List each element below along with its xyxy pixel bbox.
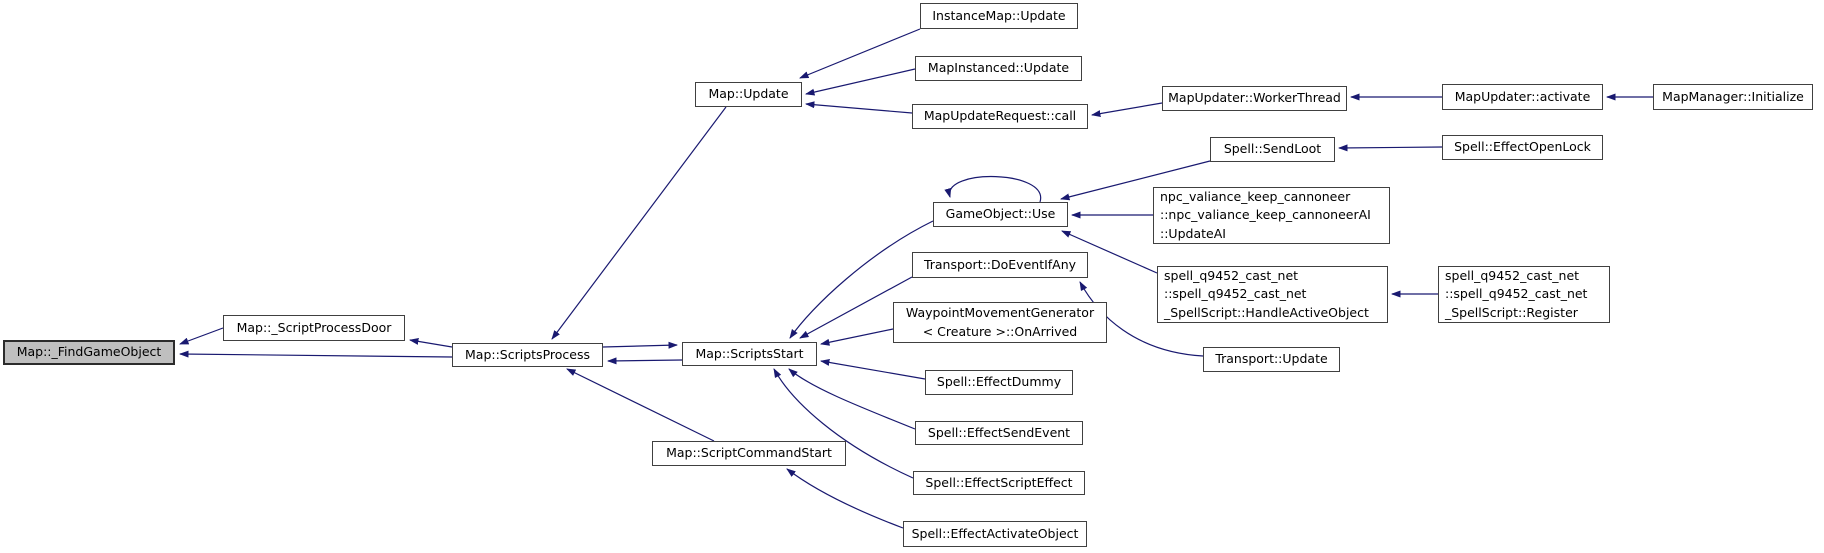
node-map-instanced-update[interactable]: MapInstanced::Update <box>915 56 1082 81</box>
edge-use-to-scriptsstart <box>789 220 934 339</box>
edge-effectsendevent-to-scriptsstart <box>788 368 916 430</box>
node-map-scripts-process[interactable]: Map::ScriptsProcess <box>452 343 603 367</box>
edge-sendloot-to-use <box>1060 160 1211 201</box>
node-spell-q9452-handle-active-object[interactable]: spell_q9452_cast_net ::spell_q9452_cast_… <box>1157 266 1388 323</box>
node-map-scripts-start[interactable]: Map::ScriptsStart <box>682 342 817 366</box>
edge-openlock-to-sendloot <box>1338 144 1443 152</box>
edge-updaterequest-to-mapupdate <box>805 101 913 114</box>
node-spell-effect-open-lock[interactable]: Spell::EffectOpenLock <box>1442 135 1603 160</box>
edge-effectdummy-to-scriptsstart <box>820 359 926 380</box>
edge-effectscripteffect-to-scriptsstart <box>773 368 914 479</box>
edge-instancemap-to-mapupdate <box>799 28 921 79</box>
edge-scriptsprocess-to-door <box>409 337 453 348</box>
node-instance-map-update[interactable]: InstanceMap::Update <box>920 3 1078 29</box>
edge-door-to-findgameobject <box>179 327 224 345</box>
edge-waypoint-to-scriptsstart <box>820 328 894 346</box>
node-map-manager-initialize[interactable]: MapManager::Initialize <box>1653 84 1813 110</box>
edge-transportupdate-to-doeventifany <box>1079 281 1204 357</box>
node-map-script-process-door[interactable]: Map::_ScriptProcessDoor <box>223 315 405 341</box>
node-map-find-game-object: Map::_FindGameObject <box>3 340 175 365</box>
edge-mapinstanced-to-mapupdate <box>805 68 916 96</box>
node-spell-effect-dummy[interactable]: Spell::EffectDummy <box>925 370 1073 395</box>
edge-workerthread-to-updaterequest <box>1091 102 1163 118</box>
node-spell-effect-send-event[interactable]: Spell::EffectSendEvent <box>915 421 1083 445</box>
node-map-update[interactable]: Map::Update <box>695 82 802 107</box>
edge-use-self-loop <box>944 176 1042 203</box>
edge-scriptsprocess-to-findgameobject <box>179 350 453 358</box>
node-map-update-request-call[interactable]: MapUpdateRequest::call <box>912 104 1088 129</box>
edge-commandstart-to-scriptsprocess <box>566 368 715 442</box>
node-transport-do-event-if-any[interactable]: Transport::DoEventIfAny <box>912 252 1088 278</box>
node-game-object-use[interactable]: GameObject::Use <box>933 202 1068 227</box>
edge-doeventifany-to-scriptsstart <box>799 276 913 339</box>
edge-mapupdate-to-scriptsprocess <box>551 106 727 340</box>
edge-scriptsstart-to-scriptsprocess <box>607 357 683 365</box>
edge-scriptsprocess-to-scriptsstart <box>602 341 678 349</box>
node-transport-update[interactable]: Transport::Update <box>1203 347 1340 372</box>
node-waypoint-movement-generator-on-arrived[interactable]: WaypointMovementGenerator < Creature >::… <box>893 302 1107 343</box>
node-spell-effect-activate-object[interactable]: Spell::EffectActivateObject <box>903 521 1087 547</box>
node-spell-q9452-register[interactable]: spell_q9452_cast_net ::spell_q9452_cast_… <box>1438 266 1610 323</box>
node-npc-valiance-keep-cannoneer-update-ai[interactable]: npc_valiance_keep_cannoneer ::npc_valian… <box>1153 187 1390 244</box>
node-map-script-command-start[interactable]: Map::ScriptCommandStart <box>652 441 846 466</box>
node-map-updater-activate[interactable]: MapUpdater::activate <box>1442 84 1603 110</box>
node-spell-effect-script-effect[interactable]: Spell::EffectScriptEffect <box>913 471 1085 495</box>
edge-handleactiveobject-to-use <box>1061 230 1158 274</box>
edge-effectactivateobject-to-commandstart <box>786 468 904 529</box>
node-map-updater-worker-thread[interactable]: MapUpdater::WorkerThread <box>1162 86 1347 111</box>
node-spell-send-loot[interactable]: Spell::SendLoot <box>1210 137 1335 162</box>
